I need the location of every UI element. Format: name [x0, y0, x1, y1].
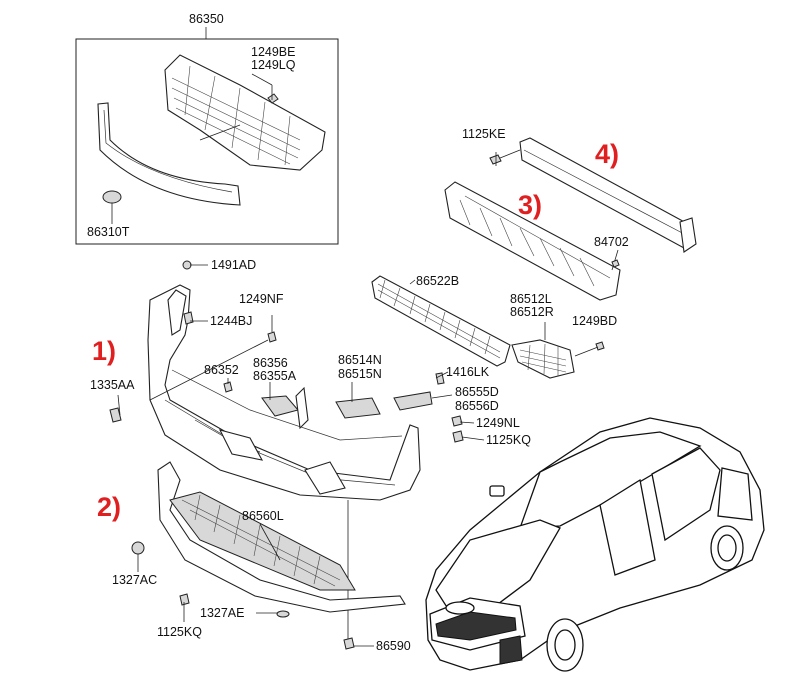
callout-3: 3): [518, 190, 542, 220]
label-1335AA: 1335AA: [90, 378, 135, 392]
label-86356: 86356: [253, 356, 288, 370]
label-86512L: 86512L: [510, 292, 552, 306]
label-86512R: 86512R: [510, 305, 554, 319]
callouts: 1) 2) 3) 4): [92, 139, 619, 522]
upper-grille: [371, 275, 511, 367]
label-1327AE: 1327AE: [200, 606, 244, 620]
label-1416LK: 1416LK: [446, 365, 490, 379]
fog-grille: [511, 322, 605, 379]
callout-2: 2): [97, 492, 121, 522]
label-86310T: 86310T: [87, 225, 130, 239]
grille-inset: [75, 27, 339, 245]
label-86560L: 86560L: [242, 509, 284, 523]
label-1327AC: 1327AC: [112, 573, 157, 587]
label-86555D: 86555D: [455, 385, 499, 399]
label-1125KQ-upper: 1125KQ: [486, 433, 531, 447]
callout-1: 1): [92, 336, 116, 366]
part-labels: 86350 1249BE 1249LQ 86310T 1125KE 84702 …: [87, 12, 629, 653]
label-86514N: 86514N: [338, 353, 382, 367]
label-86355A: 86355A: [253, 369, 297, 383]
label-1249LQ: 1249LQ: [251, 58, 296, 72]
label-1125KE: 1125KE: [462, 127, 506, 141]
label-86522B: 86522B: [416, 274, 459, 288]
label-86350: 86350: [189, 12, 224, 26]
label-86352: 86352: [204, 363, 239, 377]
label-1249NL: 1249NL: [476, 416, 520, 430]
label-1491AD: 1491AD: [211, 258, 256, 272]
label-86590: 86590: [376, 639, 411, 653]
label-1249BD: 1249BD: [572, 314, 617, 328]
label-1244BJ: 1244BJ: [210, 314, 252, 328]
label-84702: 84702: [594, 235, 629, 249]
lower-cover: [131, 461, 406, 650]
energy-absorber: [444, 181, 621, 301]
label-1249BE: 1249BE: [251, 45, 295, 59]
label-86556D: 86556D: [455, 399, 499, 413]
callout-4: 4): [595, 139, 619, 169]
bumper-cover: [109, 260, 485, 640]
bumper-beam: [489, 137, 697, 253]
label-86515N: 86515N: [338, 367, 382, 381]
car-illustration: [425, 417, 765, 672]
label-1125KQ-lower: 1125KQ: [157, 625, 202, 639]
label-1249NF: 1249NF: [239, 292, 284, 306]
